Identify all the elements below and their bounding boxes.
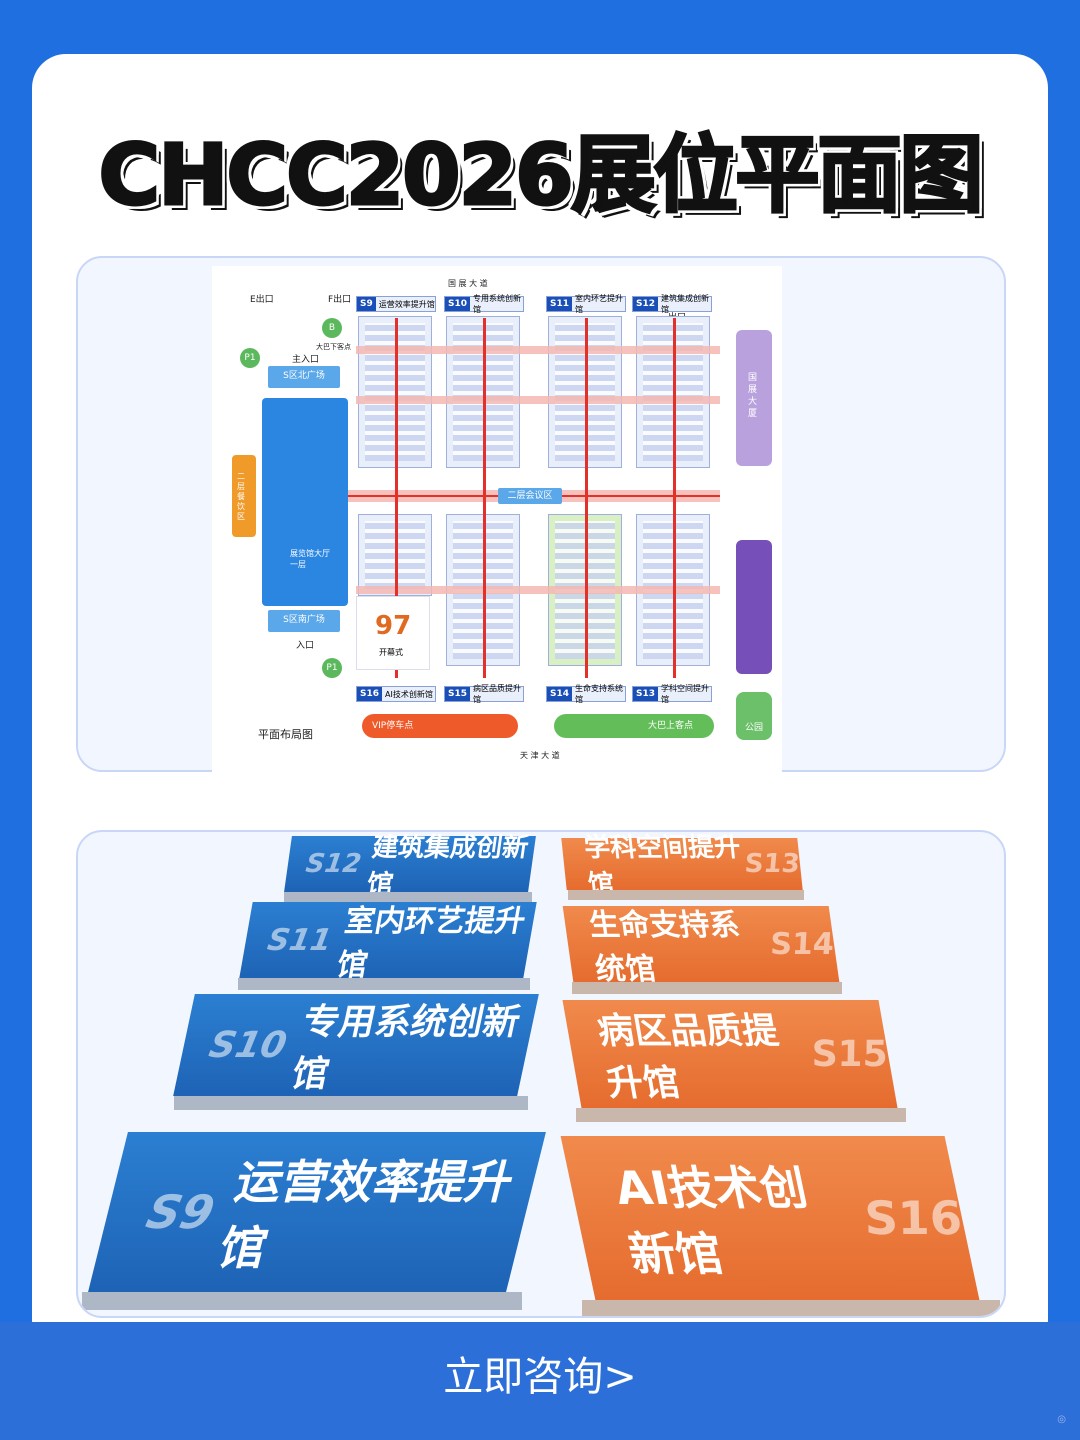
aisle-band xyxy=(356,346,720,354)
bus-pickup-pill: 大巴上客点 xyxy=(554,714,714,738)
main-entrance-label: 主入口 xyxy=(292,355,320,365)
route-line xyxy=(395,318,398,678)
park-area: 公园 xyxy=(736,692,772,740)
parking-p1-icon: P1 xyxy=(240,348,260,368)
dining-label: 二层餐饮区 xyxy=(237,472,245,521)
exit-e-label: E出口 xyxy=(250,295,274,305)
park-label: 公园 xyxy=(744,723,763,733)
tile-edge xyxy=(576,1108,906,1122)
opening-label: 开幕式 xyxy=(379,648,403,657)
hall-tile-s16: AI技术创新馆 S16 xyxy=(560,1136,980,1300)
consult-button[interactable]: 立即咨询> xyxy=(0,1322,1080,1440)
side-building xyxy=(736,540,772,674)
hall-tile-s12: S12 建筑集成创新馆 xyxy=(284,833,536,900)
dining-area xyxy=(232,455,256,537)
vip-parking-pill: VIP停车点 xyxy=(362,714,518,738)
tile-edge xyxy=(238,978,530,990)
north-plaza: S区北广场 xyxy=(268,366,340,388)
route-line xyxy=(483,318,486,678)
halls-panel: S12 建筑集成创新馆 S11 室内环艺提升馆 S10 专用系统创新馆 S9 运… xyxy=(76,830,1006,1318)
main-hall-label: 展览馆大厅一层 xyxy=(290,549,330,569)
tile-edge xyxy=(174,1096,528,1110)
tile-edge xyxy=(284,892,532,902)
exit-f-label: F出口 xyxy=(328,295,352,305)
opening-area: 97 开幕式 xyxy=(356,596,430,670)
main-hall-block xyxy=(262,398,348,606)
route-line xyxy=(673,318,676,678)
hotel-label: 国展大厦 xyxy=(748,373,758,419)
tile-edge xyxy=(82,1292,522,1310)
layout-label: 平面布局图 xyxy=(258,728,313,741)
bus-stop-label: 大巴下客点 xyxy=(316,343,351,351)
hotel-building xyxy=(736,330,772,466)
hall-tile-s9: S9 运营效率提升馆 xyxy=(88,1132,546,1292)
top-road-label: 国 展 大 道 xyxy=(448,279,488,288)
hall-tile-s10: S10 专用系统创新馆 xyxy=(173,994,539,1096)
route-line xyxy=(585,318,588,678)
hall-tile-s11: S11 室内环艺提升馆 xyxy=(239,902,537,983)
south-plaza: S区南广场 xyxy=(268,610,340,632)
meeting-area-label: 二层会议区 xyxy=(498,488,562,504)
page-title: CHCC2026展位平面图 xyxy=(97,125,985,226)
watermark-icon: ◎ xyxy=(1057,1414,1066,1425)
aisle-band xyxy=(356,396,720,404)
entrance-label: 入口 xyxy=(296,641,315,651)
opening-logo-icon: 97 xyxy=(375,611,412,641)
aisle-band xyxy=(356,586,720,594)
bus-icon: B xyxy=(322,318,342,338)
parking-p1-south-icon: P1 xyxy=(322,658,342,678)
tile-edge xyxy=(572,982,842,994)
tile-edge xyxy=(582,1300,1000,1316)
bottom-road-label: 天 津 大 道 xyxy=(520,751,560,760)
tile-edge xyxy=(568,890,804,900)
